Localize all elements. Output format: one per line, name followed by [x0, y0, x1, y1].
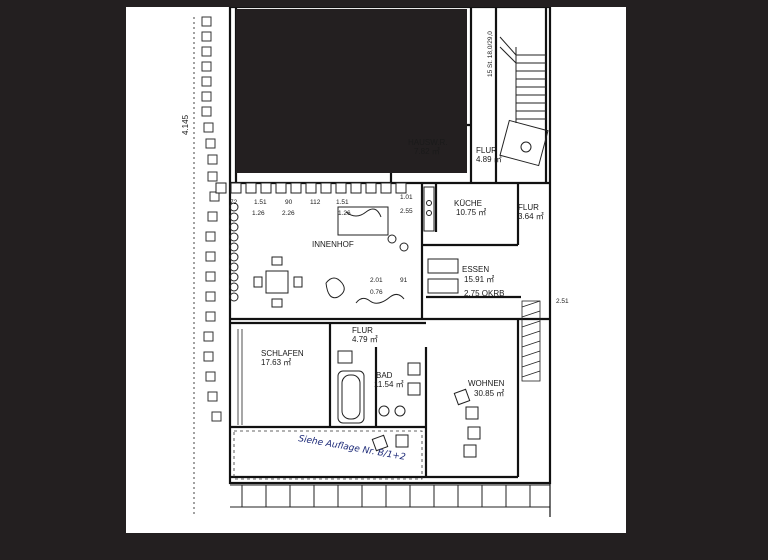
left-hedge — [201, 16, 222, 422]
dim-top-1: 1.51 — [254, 199, 267, 206]
dim-hof-1: 91 — [400, 277, 408, 284]
room-flur-mid-name: FLUR — [352, 326, 373, 335]
room-schlafen-name: SCHLAFEN — [261, 349, 304, 358]
room-essen-name: ESSEN — [462, 265, 489, 274]
room-schlafen-area: 17.63 ㎡ — [261, 358, 291, 367]
dim-second-2: 1.26 — [338, 210, 351, 217]
room-wohnen-area: 30.85 ㎡ — [474, 389, 504, 398]
dim-top-5: 1.01 — [400, 194, 413, 201]
redacted-area — [236, 9, 467, 173]
dim-hof-2: 0.76 — [370, 289, 383, 296]
innenhof-hedge — [229, 202, 239, 302]
floor-plan-sheet: HAUSW.R. 7.82 ㎡ FLUR 4.89 ㎡ KÜCHE 10.75 … — [126, 7, 626, 533]
kitchen-counter — [423, 186, 435, 232]
okrb-label: 2.75 OKRB — [464, 289, 504, 298]
room-flur-right-name: FLUR — [518, 203, 539, 212]
right-margin-dim: 2.51 — [556, 298, 569, 305]
floor-plan-drawing: HAUSW.R. 7.82 ㎡ FLUR 4.89 ㎡ KÜCHE 10.75 … — [181, 7, 569, 517]
room-kueche-area: 10.75 ㎡ — [456, 208, 486, 217]
room-innenhof-name: INNENHOF — [312, 240, 354, 249]
room-essen-area: 15.91 ㎡ — [464, 275, 494, 284]
room-flur-right-area: 3.64 ㎡ — [518, 212, 544, 221]
schlafen-hatch — [237, 329, 243, 425]
room-hauswr-name: HAUSW.R. — [408, 138, 448, 147]
wc-fixtures — [499, 119, 549, 167]
room-hauswr-area: 7.82 ㎡ — [414, 147, 440, 156]
room-flur-top-name: FLUR — [476, 146, 497, 155]
dim-top-4: 1.51 — [336, 199, 349, 206]
paving-row — [215, 182, 407, 194]
auflage-stamp: Siehe Auflage Nr. B/1+2 — [297, 434, 406, 463]
bath-fixtures — [337, 350, 421, 424]
room-bad-name: BAD — [376, 371, 393, 380]
room-wohnen-name: WOHNEN — [468, 379, 505, 388]
dim-second-1: 2.26 — [282, 210, 295, 217]
room-flur-mid-area: 4.79 ㎡ — [352, 335, 378, 344]
room-flur-top-area: 4.89 ㎡ — [476, 155, 502, 164]
innenhof-furniture — [253, 206, 409, 308]
terrace-band — [230, 484, 550, 508]
room-bad-area: 11.54 ㎡ — [374, 380, 404, 389]
room-kueche-name: KÜCHE — [454, 199, 482, 208]
left-margin-dim: 4.145 — [181, 114, 190, 135]
stair-note: 15 St. 18,0/29,0 — [487, 31, 494, 77]
staircase — [499, 36, 546, 123]
dim-top-3: 112 — [310, 199, 321, 206]
dim-hof-0: 2.01 — [370, 277, 383, 284]
dim-top-0: 72 — [230, 199, 238, 206]
right-hatch — [521, 300, 541, 382]
dim-top-2: 90 — [285, 199, 293, 206]
wohnen-furniture — [371, 388, 481, 458]
essen-furniture — [427, 258, 459, 294]
dim-second-0: 1.26 — [252, 210, 265, 217]
dim-second-3: 2.55 — [400, 208, 413, 215]
